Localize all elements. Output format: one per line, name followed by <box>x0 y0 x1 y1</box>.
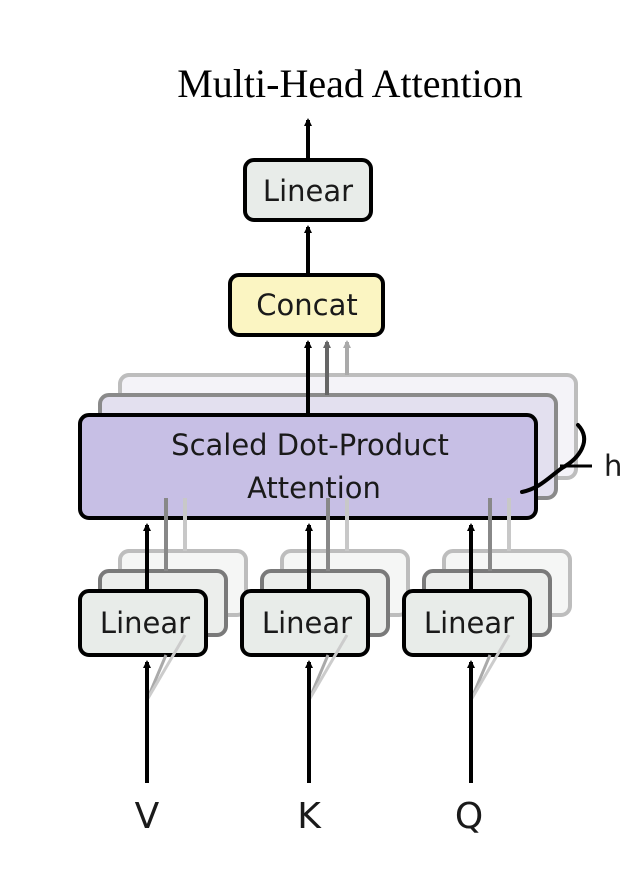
attention-label-line2: Attention <box>247 471 381 505</box>
input-v-label: V <box>135 796 160 837</box>
input-ghost-diagonals <box>145 634 511 701</box>
scaled-dot-product-attention-block: Scaled Dot-Product Attention <box>78 413 538 520</box>
linear-q-block: Linear <box>402 589 532 657</box>
concat-label: Concat <box>256 288 357 322</box>
concat-block: Concat <box>228 273 385 337</box>
input-k-label: K <box>297 796 322 837</box>
linear-k-block: Linear <box>240 589 370 657</box>
heads-count-label: h <box>604 449 622 483</box>
input-q-label: Q <box>455 796 483 837</box>
linear-v-block: Linear <box>78 589 208 657</box>
linear-q-label: Linear <box>424 606 514 640</box>
heads-brace <box>520 423 592 494</box>
linear-v-label: Linear <box>100 606 190 640</box>
attention-label-line1: Scaled Dot-Product <box>171 428 449 462</box>
output-linear-label: Linear <box>263 174 353 208</box>
output-linear-block: Linear <box>243 158 373 222</box>
linear-k-label: Linear <box>262 606 352 640</box>
diagram-title: Multi-Head Attention <box>177 61 523 106</box>
ghost-linear-arrows <box>164 498 511 571</box>
